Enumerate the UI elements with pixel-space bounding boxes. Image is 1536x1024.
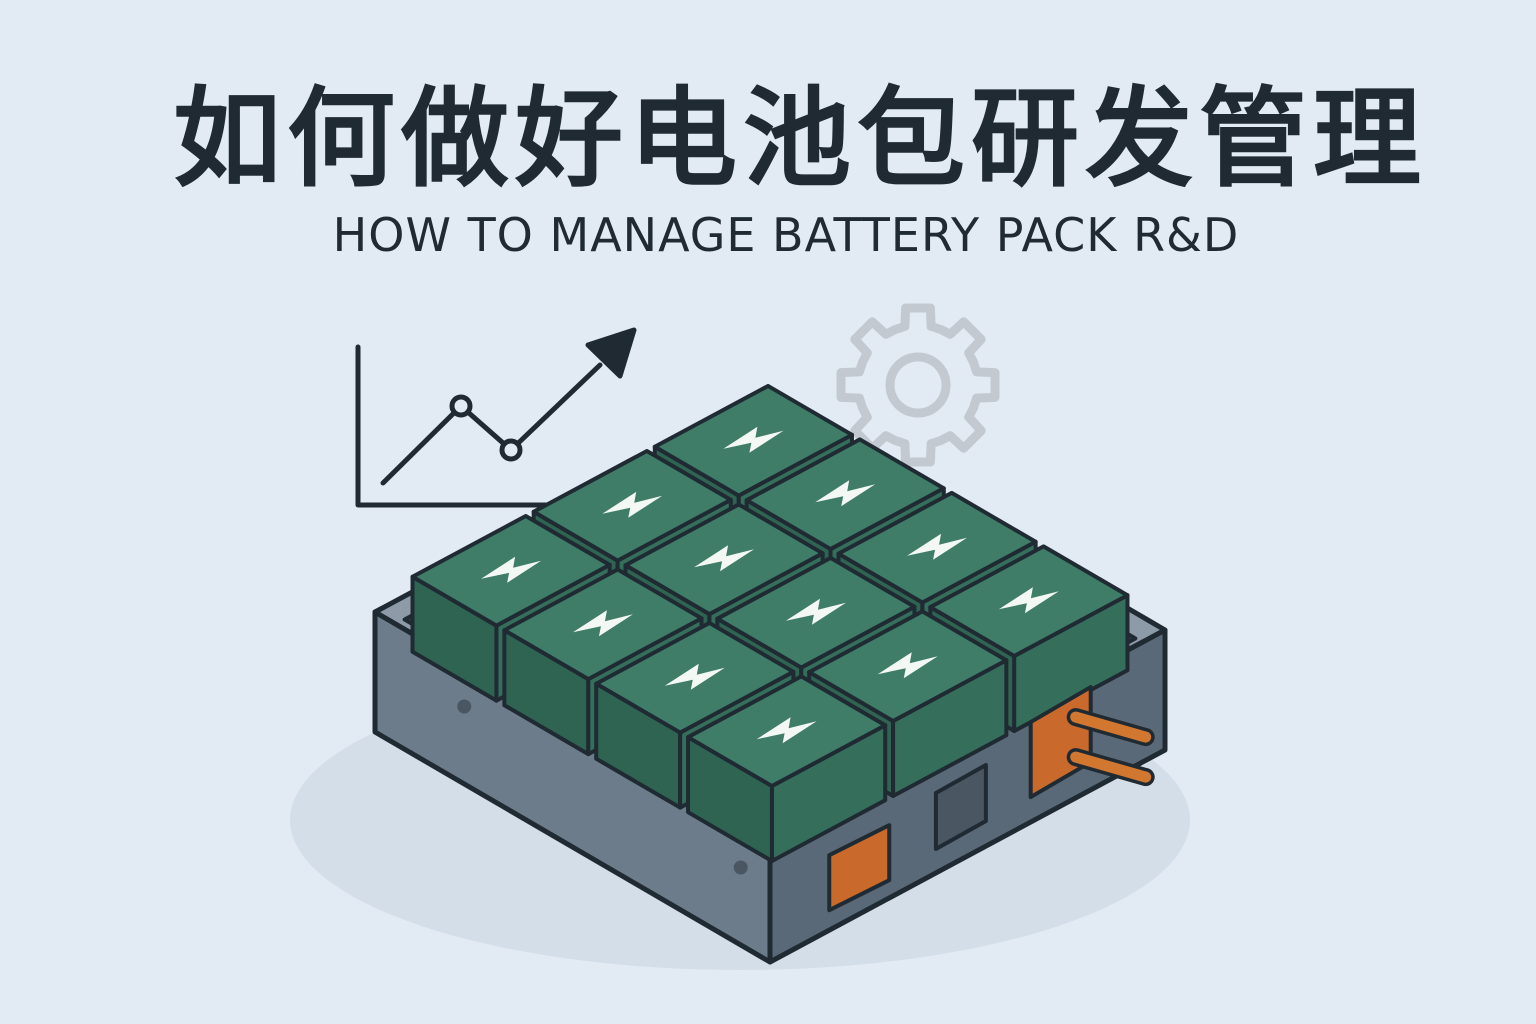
lightning-bolt-icon xyxy=(572,610,633,637)
page-subtitle: HOW TO MANAGE BATTERY PACK R&D xyxy=(332,208,1240,262)
lightning-bolt-icon xyxy=(815,480,876,507)
lightning-bolt-icon xyxy=(694,545,755,572)
lightning-bolt-icon xyxy=(664,663,725,690)
plug-prong xyxy=(1070,751,1152,783)
lightning-bolt-icon xyxy=(877,652,938,679)
connector-small xyxy=(827,823,892,913)
lightning-bolt-icon xyxy=(602,491,663,518)
lightning-bolt-icon xyxy=(907,533,968,560)
screw-icon xyxy=(733,860,748,875)
lightning-bolt-icon xyxy=(723,426,784,453)
page-title: 如何做好电池包研发管理 xyxy=(172,77,1427,202)
lightning-bolt-icon xyxy=(998,587,1059,614)
line-chart-icon xyxy=(355,327,637,508)
plug-prong xyxy=(1070,711,1152,743)
battery-pack-icon xyxy=(372,383,1168,965)
screw-icon xyxy=(457,699,472,714)
gear-icon xyxy=(836,303,1000,467)
port-icon xyxy=(933,762,988,851)
lightning-bolt-icon xyxy=(785,598,846,625)
lightning-bolt-icon xyxy=(481,556,542,583)
lightning-bolt-icon xyxy=(756,717,817,744)
